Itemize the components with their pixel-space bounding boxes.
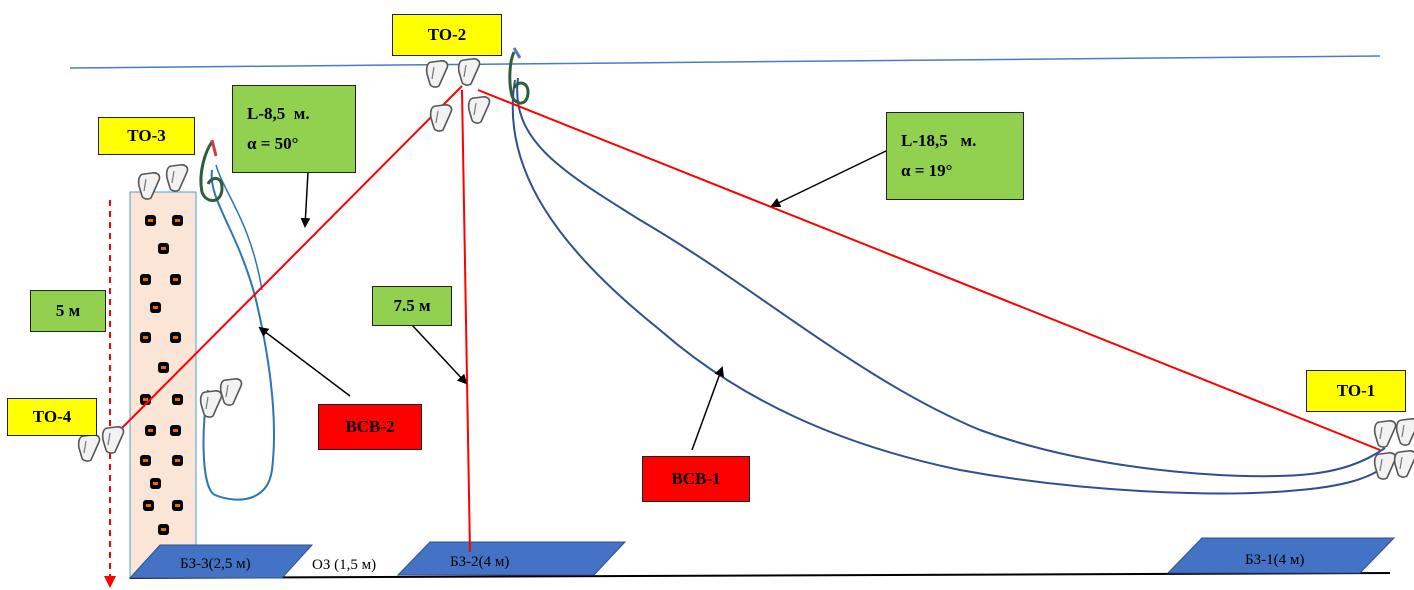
carabiner-icon (165, 164, 189, 192)
climbing-hold-icon (145, 425, 156, 436)
backup-label-vsv1: ВСВ-1 (642, 456, 750, 502)
measure-vertical-rope-text: 7.5 м (393, 296, 431, 315)
backup-label-vsv2: ВСВ-2 (318, 404, 422, 450)
climbing-hold-icon (170, 274, 181, 285)
pointer-arrow-vertical-rope (411, 324, 468, 385)
label-to4: ТО-4 (7, 398, 97, 436)
belay-device-icon (199, 139, 224, 202)
label-to4-text: ТО-4 (32, 407, 72, 426)
backup-label-vsv2-text: ВСВ-2 (345, 417, 395, 436)
carabiner-icon (1395, 418, 1414, 446)
climbing-hold-icon (140, 332, 151, 343)
backup-rope-vsv1-lower (511, 79, 1386, 495)
climbing-hold-icon (158, 524, 169, 535)
rope-to2-to1 (477, 89, 1381, 451)
climbing-hold-icon (172, 394, 183, 405)
pointer-arrow-vsv2 (258, 326, 351, 397)
carabiner-icon (457, 58, 481, 86)
climbing-hold-icon (150, 478, 161, 489)
climbing-hold-icon (172, 500, 183, 511)
measure-left-rope-angle: α = 50° (247, 134, 299, 153)
zone-bz1 (1166, 537, 1396, 574)
rope-to2-to4 (109, 85, 463, 441)
climbing-hold-icon (170, 332, 181, 343)
backup-rope-vsv1-upper (516, 77, 1386, 478)
label-to1-text: ТО-1 (1336, 381, 1376, 400)
pointer-arrow-vsv1 (691, 366, 724, 451)
label-to3-text: ТО-3 (127, 126, 166, 145)
anchor-horizon-line (69, 55, 1381, 69)
climbing-hold-icon (158, 362, 169, 373)
zone-bz3 (128, 544, 314, 579)
pointer-arrow-right-rope (770, 149, 889, 208)
carabiner-icon (429, 104, 453, 132)
zone-label-bz3: БЗ-3(2,5 м) (180, 556, 251, 572)
climbing-hold-icon (150, 302, 161, 313)
backup-label-vsv1-text: ВСВ-1 (671, 469, 721, 488)
label-to1: ТО-1 (1306, 370, 1406, 412)
backup-rope-vsv2 (202, 169, 276, 501)
measure-right-rope-length: L-18,5 м. (901, 131, 977, 150)
climbing-hold-icon (145, 215, 156, 226)
label-to3: ТО-3 (98, 117, 195, 155)
climbing-hold-icon (143, 500, 154, 511)
zone-bz2 (396, 541, 627, 576)
carabiner-icon (1393, 450, 1414, 478)
climbing-hold-icon (170, 425, 181, 436)
label-to2: ТО-2 (392, 14, 502, 56)
climbing-wall (129, 191, 197, 579)
measure-vertical-rope: 7.5 м (372, 286, 452, 326)
ground-line (129, 572, 1391, 579)
measure-left-rope: L-8,5 м. α = 50° (232, 85, 356, 173)
pointer-arrow-left-rope (300, 171, 311, 228)
carabiner-icon (199, 390, 223, 418)
measure-wall-height-text: 5 м (55, 301, 81, 320)
climbing-holds (140, 215, 183, 535)
climbing-hold-icon (158, 243, 169, 254)
climbing-hold-icon (172, 215, 183, 226)
measure-right-rope: L-18,5 м. α = 19° (886, 112, 1024, 200)
climbing-hold-icon (140, 455, 151, 466)
belay-device-icon (508, 47, 530, 105)
carabiner-icon (1373, 420, 1397, 448)
carabiner-icon (101, 426, 125, 454)
measure-right-rope-angle: α = 19° (901, 161, 953, 180)
label-to2-text: ТО-2 (427, 25, 467, 44)
carabiner-icon (1373, 452, 1397, 480)
climbing-hold-icon (140, 274, 151, 285)
backup-rope-vsv2-strand (215, 164, 263, 291)
measure-wall-height: 5 м (30, 290, 106, 332)
climbing-hold-icon (172, 455, 183, 466)
carabiner-icon (77, 434, 101, 462)
carabiner-icon (425, 60, 449, 88)
measure-left-rope-length: L-8,5 м. (247, 104, 310, 123)
zone-label-bz1: БЗ-1(4 м) (1245, 552, 1305, 568)
zone-label-oz: ОЗ (1,5 м) (312, 557, 377, 573)
zone-label-bz2: БЗ-2(4 м) (450, 554, 510, 570)
carabiner-icon (467, 96, 491, 124)
rope-to2-vertical (461, 89, 471, 553)
carabiner-icon (219, 378, 243, 406)
